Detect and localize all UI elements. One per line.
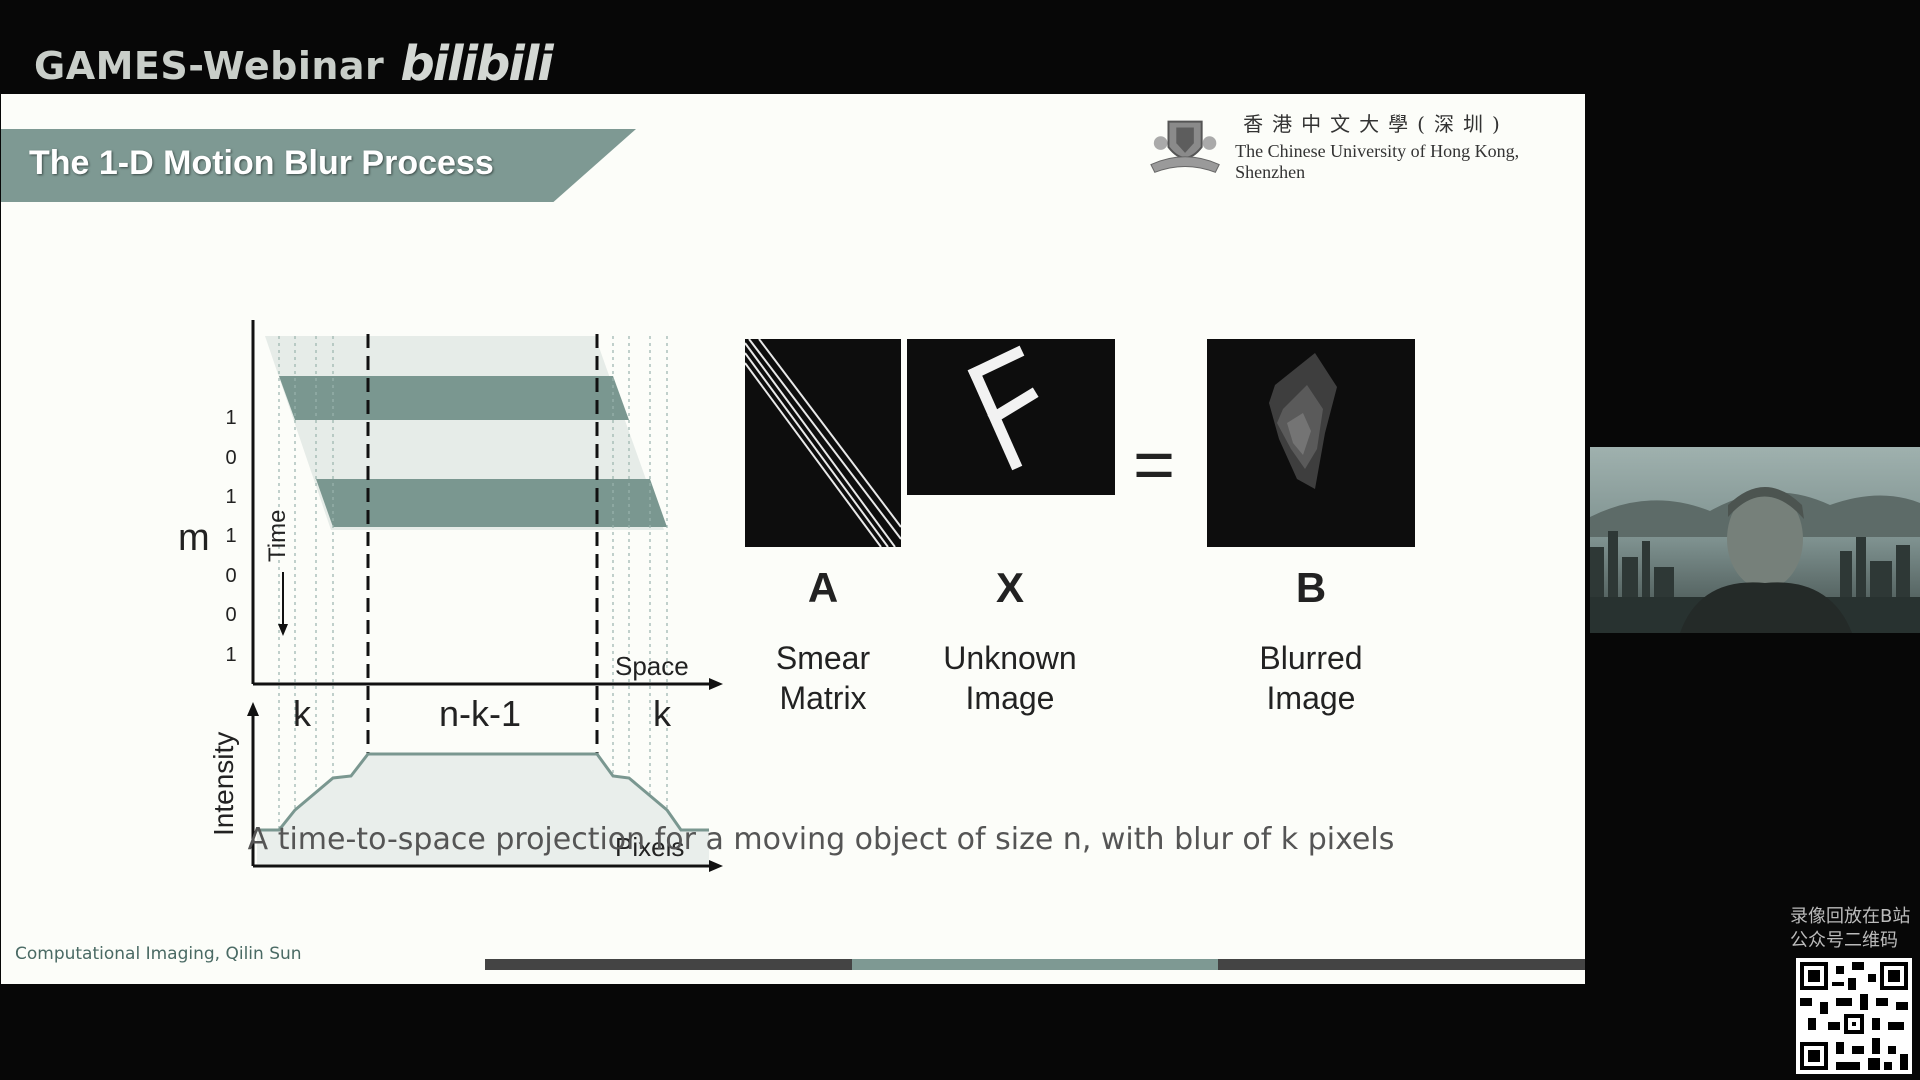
time-label: Time xyxy=(264,510,291,562)
symbol-A: A xyxy=(807,564,839,611)
m-value: 0 xyxy=(225,604,236,626)
bilibili-logo: bilibili xyxy=(400,36,553,92)
title-banner xyxy=(1,129,636,202)
m-value: 1 xyxy=(225,407,236,429)
m-value: 0 xyxy=(225,447,236,469)
qr-code-icon[interactable] xyxy=(1796,958,1912,1074)
m-value: 0 xyxy=(225,565,236,587)
progress-segment xyxy=(851,959,1219,970)
slide: The 1-D Motion Blur Process 香港中文大學(深圳) T… xyxy=(1,94,1586,984)
m-value: 1 xyxy=(225,486,236,508)
smear-matrix-image xyxy=(745,339,901,547)
space-label: Space xyxy=(615,651,689,681)
progress-segment xyxy=(1218,959,1586,970)
caption-smear-matrix: Smear Matrix xyxy=(703,638,943,718)
slide-footer: Computational Imaging, Qilin Sun xyxy=(15,944,302,964)
segment-n-k-1: n-k-1 xyxy=(439,693,521,734)
qr-caption-line: 录像回放在B站 xyxy=(1790,906,1911,927)
qr-caption-line: 公众号二维码 xyxy=(1790,930,1898,951)
motion-blur-diagram: m 1 0 1 1 0 0 1 Time Space k n-k-1 k Int… xyxy=(178,320,723,872)
m-value: 1 xyxy=(225,644,236,666)
university-name-cn: 香港中文大學(深圳) xyxy=(1243,112,1509,136)
caption-line: Matrix xyxy=(779,680,867,716)
segment-k-right: k xyxy=(653,693,672,734)
slide-subtitle: A time-to-space projection for a moving … xyxy=(247,822,1395,857)
caption-line: Smear xyxy=(775,640,871,676)
unknown-image xyxy=(907,339,1115,495)
brand-header: GAMES-Webinar bilibili xyxy=(34,36,554,92)
m-value: 1 xyxy=(225,525,236,547)
speaker-webcam xyxy=(1590,447,1920,633)
brand-title: GAMES-Webinar xyxy=(34,44,385,88)
intensity-label: Intensity xyxy=(208,732,239,836)
caption-line: Blurred xyxy=(1259,640,1363,676)
university-logo: 香港中文大學(深圳) The Chinese University of Hon… xyxy=(1147,108,1585,183)
caption-unknown-image: Unknown Image xyxy=(890,638,1130,718)
caption-line: Image xyxy=(1266,680,1356,716)
slide-progress-bar xyxy=(485,959,1586,970)
time-band-bottom xyxy=(316,479,667,527)
progress-segment xyxy=(485,959,852,970)
time-band-top xyxy=(279,376,629,420)
caption-line: Image xyxy=(965,680,1055,716)
qr-caption: 录像回放在B站 公众号二维码 xyxy=(1790,905,1910,953)
university-name-en: The Chinese University of Hong Kong, She… xyxy=(1235,141,1520,182)
symbol-B: B xyxy=(1295,564,1327,611)
m-label: m xyxy=(178,517,210,559)
intensity-fill xyxy=(257,754,709,864)
segment-k-left: k xyxy=(293,693,312,734)
intensity-curve xyxy=(257,752,709,832)
caption-line: Unknown xyxy=(943,640,1077,676)
university-crest-icon xyxy=(1150,120,1220,173)
speaker-head xyxy=(1727,489,1803,589)
pixels-label: Pixels xyxy=(615,832,684,862)
symbol-X: X xyxy=(995,564,1024,611)
caption-blurred-image: Blurred Image xyxy=(1191,638,1431,718)
blurred-image xyxy=(1207,339,1415,547)
slide-title: The 1-D Motion Blur Process xyxy=(29,144,494,182)
equals-sign: = xyxy=(1133,425,1176,505)
